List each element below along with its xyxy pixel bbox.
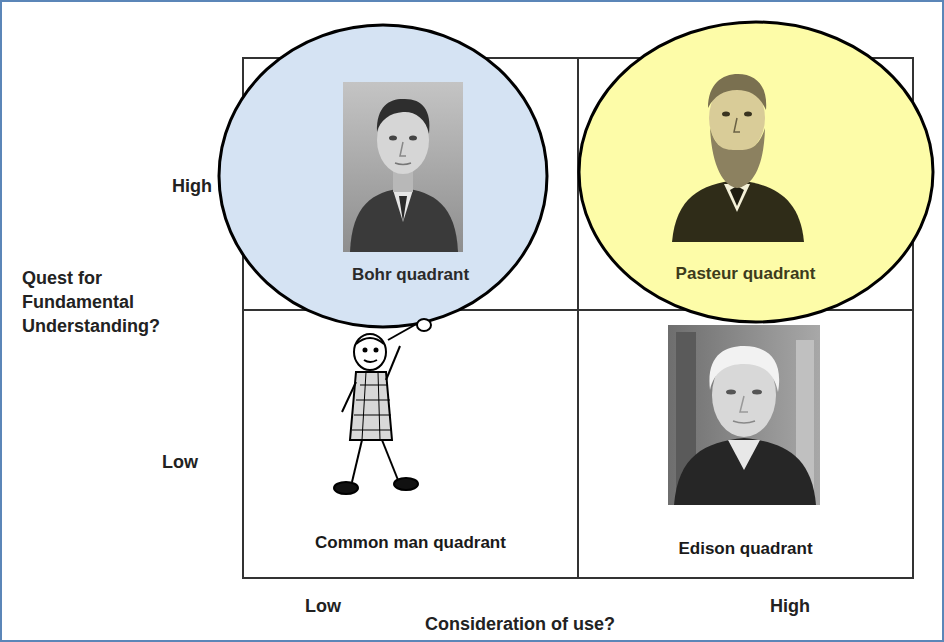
bohr-portrait	[343, 82, 463, 252]
pasteur-portrait	[672, 74, 804, 242]
axis-value: Low	[305, 594, 341, 618]
quadrant-cell: Bohr quadrant	[243, 58, 578, 310]
yellow-oval	[579, 22, 933, 322]
axis-value: High	[770, 594, 810, 618]
axis-title: Consideration of use?	[425, 612, 615, 636]
quadrant-label: Edison quadrant	[578, 538, 913, 560]
edison-portrait	[668, 325, 820, 505]
quadrant-label: Bohr quadrant	[243, 264, 578, 286]
common-man-cartoon	[334, 319, 431, 494]
quadrant-cell: Common man quadrant	[243, 310, 578, 578]
axis-value: High	[170, 174, 214, 198]
quadrant-label: Common man quadrant	[243, 532, 578, 554]
quadrant-cell: Pasteur quadrant	[578, 58, 913, 310]
quadrant-cell: Edison quadrant	[578, 310, 913, 578]
axis-value: Low	[162, 450, 198, 474]
quadrant-label: Pasteur quadrant	[578, 263, 913, 285]
axis-title: Quest for Fundamental Understanding?	[22, 266, 172, 338]
